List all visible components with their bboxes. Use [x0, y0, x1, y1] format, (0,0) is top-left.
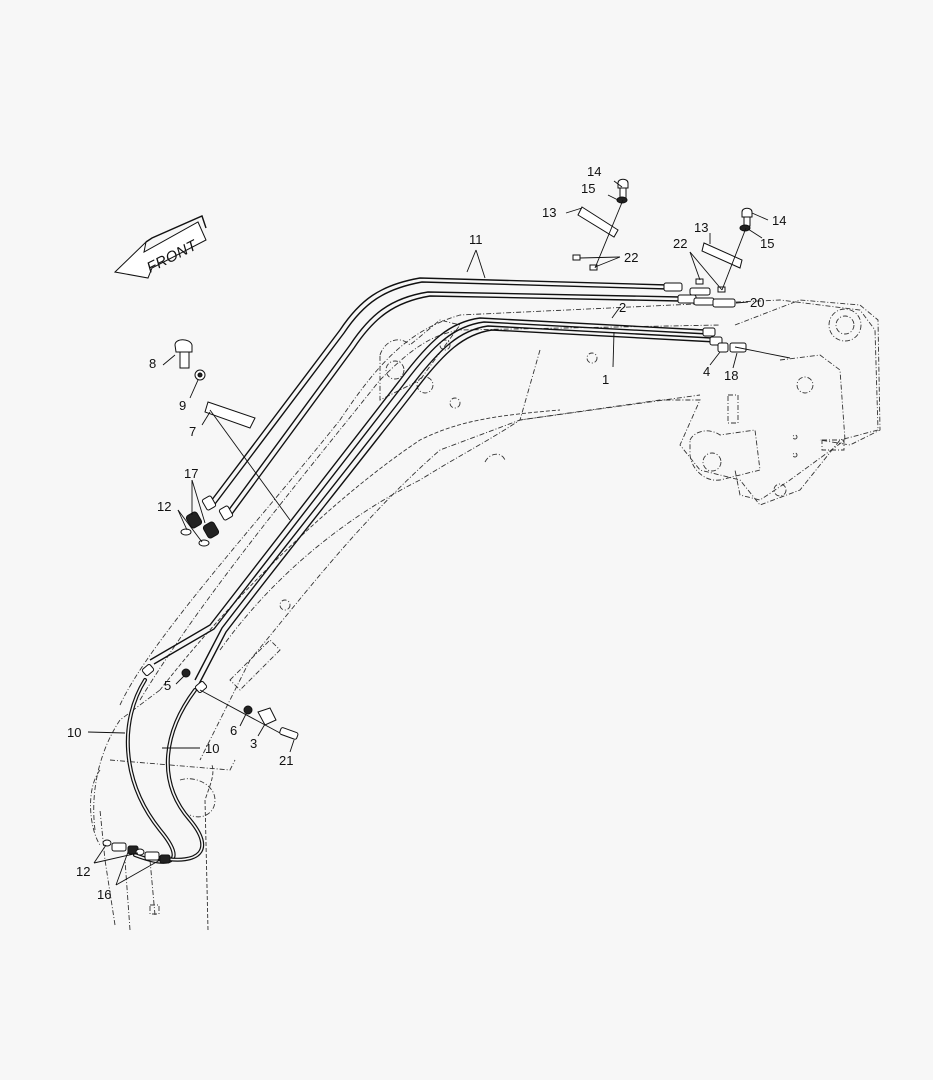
fittings	[102, 178, 753, 864]
callout-22-left: 22	[624, 250, 638, 265]
callout-11: 11	[469, 232, 483, 247]
callout-14-right: 14	[772, 213, 786, 228]
callout-16: 16	[97, 887, 111, 902]
callout-22-right: 22	[673, 236, 687, 251]
callout-18: 18	[724, 368, 738, 383]
callout-12-lower: 12	[76, 864, 90, 879]
callout-12-upper: 12	[157, 499, 171, 514]
callout-6: 6	[230, 723, 237, 738]
callout-21: 21	[279, 753, 293, 768]
callout-3: 3	[250, 736, 257, 751]
callout-4: 4	[703, 364, 710, 379]
callout-10-right: 10	[205, 741, 219, 756]
leader-lines	[87, 180, 791, 886]
pipe-assembly-1-2	[149, 317, 723, 685]
callout-2: 2	[619, 300, 626, 315]
callout-20: 20	[750, 295, 764, 310]
callout-15-left: 15	[581, 181, 595, 196]
callout-5: 5	[164, 678, 171, 693]
callout-17: 17	[184, 466, 198, 481]
callout-13-right: 13	[694, 220, 708, 235]
callout-15-right: 15	[760, 236, 774, 251]
callout-labels: 1 2 3 4 5 6 7 8 9 10 10 11 12 12 13 13 1…	[67, 164, 786, 902]
callout-9: 9	[179, 398, 186, 413]
callout-10-left: 10	[67, 725, 81, 740]
callout-13-left: 13	[542, 205, 556, 220]
pipe-assembly-11	[207, 277, 697, 519]
callout-7: 7	[189, 424, 196, 439]
callout-8: 8	[149, 356, 156, 371]
callout-1: 1	[602, 372, 609, 387]
callout-14-left: 14	[587, 164, 601, 179]
